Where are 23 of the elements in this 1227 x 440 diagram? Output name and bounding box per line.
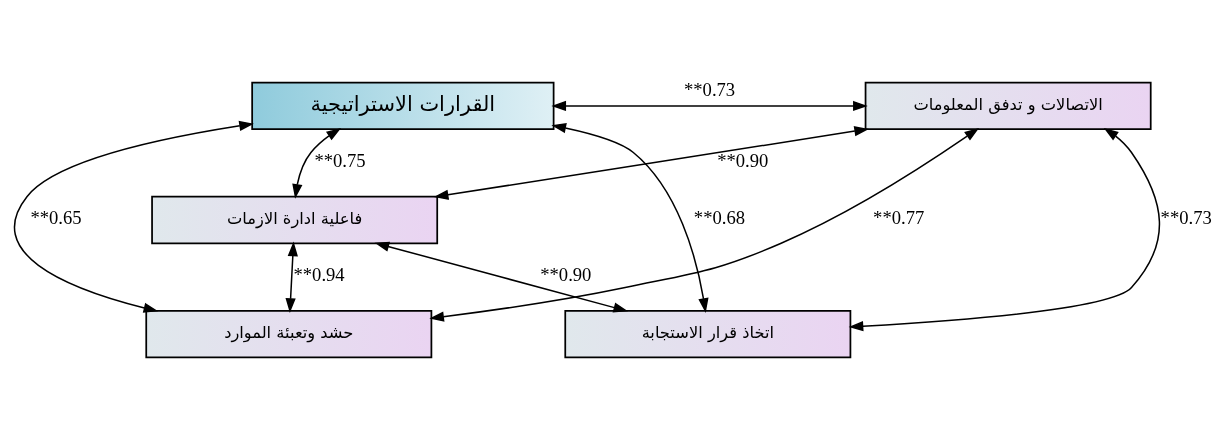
arrow: [429, 127, 980, 322]
node-box: القرارات الاستراتيجية: [251, 81, 555, 131]
node-box: حشد وتعبئة الموارد: [145, 309, 433, 359]
arrow: [551, 100, 868, 112]
arrow: [848, 127, 1161, 332]
node-box: اتخاذ قرار الاستجابة: [564, 309, 852, 359]
node-box: الاتصالات و تدفق المعلومات: [864, 81, 1152, 131]
edge-label: **0.73: [1160, 207, 1212, 229]
arrow: [374, 241, 629, 313]
edge-label: **0.75: [314, 150, 366, 172]
edge-label: **0.68: [693, 207, 746, 229]
arrow: [14, 120, 254, 313]
edge-label: **0.77: [873, 207, 925, 229]
edge-label: **0.65: [30, 207, 82, 229]
arrow: [433, 126, 869, 200]
arrow: [285, 241, 298, 313]
edge-label: **0.90: [540, 264, 592, 286]
edge-label: **0.90: [717, 150, 769, 172]
arrow: [292, 128, 342, 199]
node-box: فاعلية ادارة الازمات: [151, 195, 439, 245]
edge-label: **0.94: [293, 264, 345, 286]
arrow: [551, 123, 709, 313]
edge-label: **0.73: [683, 79, 736, 101]
